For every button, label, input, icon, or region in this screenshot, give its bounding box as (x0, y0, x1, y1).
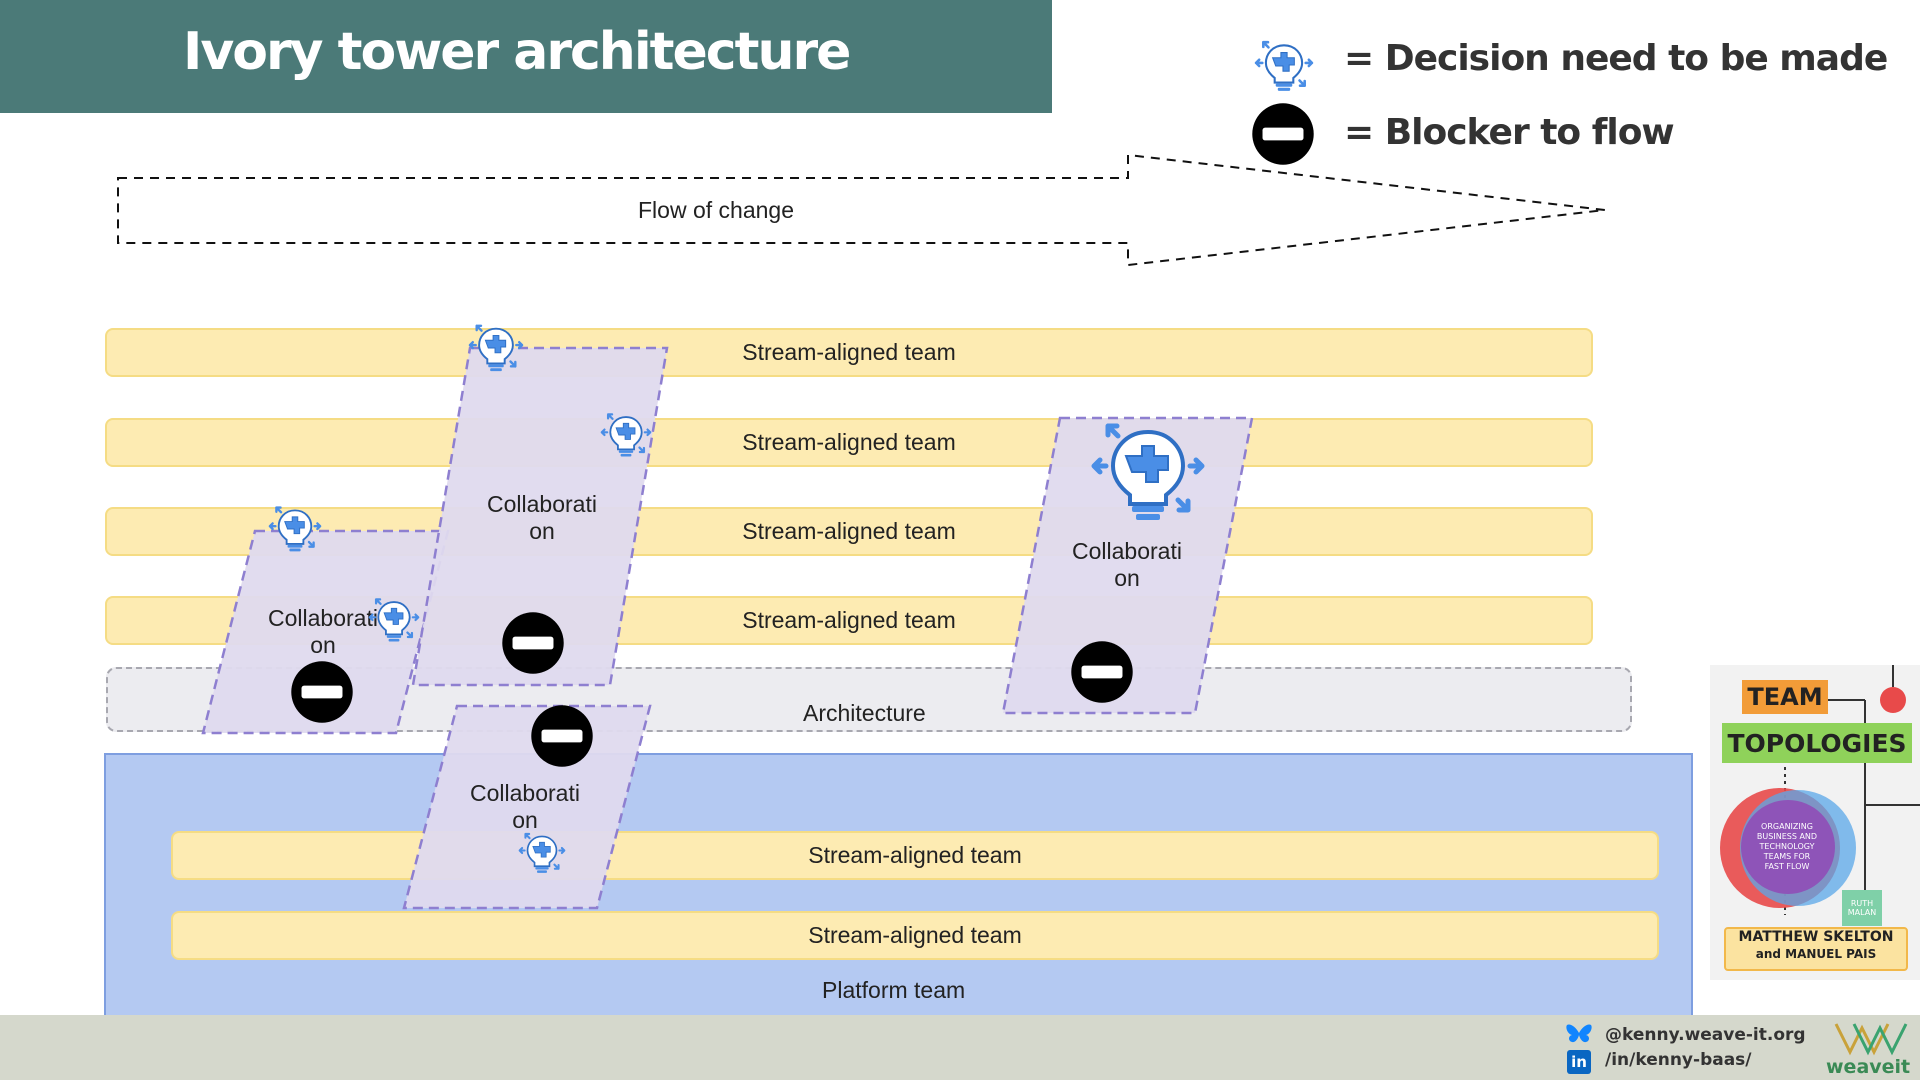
lightbulb-puzzle-icon (468, 324, 524, 373)
weaveit-logo-text: weaveit (1826, 1056, 1911, 1078)
collaboration-label-line1: Collaborati (470, 780, 580, 806)
book-title-topologies: TOPOLOGIES (1722, 723, 1912, 763)
collaboration-label-line2: on (1114, 565, 1140, 591)
lightbulb-puzzle-icon (268, 506, 322, 553)
stream-aligned-team-6: Stream-aligned team (171, 911, 1659, 960)
collaboration-shape-1 (201, 529, 450, 735)
no-entry-icon (291, 661, 353, 723)
book-subtitle: ORGANIZING BUSINESS AND TECHNOLOGY TEAMS… (1756, 822, 1818, 871)
legend-blocker-label: = Blocker to flow (1344, 112, 1675, 153)
book-author-line1: MATTHEW SKELTON (1738, 929, 1894, 945)
linkedin-handle[interactable]: /in/kenny-baas/ (1605, 1050, 1752, 1070)
stream-team-label: Stream-aligned team (808, 842, 1022, 868)
no-entry-icon (531, 705, 593, 767)
architecture-label: Architecture (803, 700, 926, 726)
stream-team-label: Stream-aligned team (808, 922, 1022, 948)
title-bar (0, 0, 1052, 113)
book-authors: MATTHEW SKELTON and MANUEL PAIS (1724, 927, 1908, 971)
lightbulb-puzzle-icon (368, 598, 420, 643)
collaboration-label-line1: Collaborati (487, 491, 597, 517)
platform-team (104, 753, 1693, 1017)
collaboration-shape-4 (402, 704, 652, 910)
collaboration-label-line2: on (529, 518, 555, 544)
bluesky-handle[interactable]: @kenny.weave-it.org (1605, 1025, 1806, 1045)
flow-of-change-label: Flow of change (638, 197, 794, 223)
book-author-line2: and MANUEL PAIS (1755, 947, 1877, 961)
linkedin-icon[interactable]: in (1567, 1050, 1591, 1074)
butterfly-icon[interactable] (1566, 1023, 1592, 1045)
stream-team-label: Stream-aligned team (742, 339, 956, 365)
lightbulb-puzzle-icon (518, 832, 566, 874)
collaboration-label-line2: on (310, 632, 336, 658)
book-foreword: RUTH MALAN (1842, 890, 1882, 926)
collaboration-shape-3 (1001, 416, 1254, 715)
stream-aligned-team-2: Stream-aligned team (105, 418, 1593, 467)
platform-team-label: Platform team (822, 977, 966, 1003)
page-title: Ivory tower architecture (183, 22, 851, 82)
weaveit-logo-icon (1834, 1023, 1908, 1056)
lightbulb-puzzle-icon (600, 413, 652, 458)
book-cover-art (1720, 665, 1920, 915)
book-cover: TEAM TOPOLOGIES ORGANIZING BUSINESS AND … (1710, 665, 1920, 980)
lightbulb-puzzle-icon (1090, 420, 1206, 524)
no-entry-icon (1071, 641, 1133, 703)
book-title-team: TEAM (1742, 680, 1828, 714)
stream-team-label: Stream-aligned team (742, 607, 956, 633)
stream-team-label: Stream-aligned team (742, 429, 956, 455)
no-entry-icon (502, 612, 564, 674)
stream-team-label: Stream-aligned team (742, 518, 956, 544)
collaboration-label-line2: on (512, 807, 538, 833)
collaboration-label-line1: Collaborati (1072, 538, 1182, 564)
legend-decision-label: = Decision need to be made (1344, 38, 1888, 79)
collaboration-label-line1: Collaborati (268, 605, 378, 631)
flow-of-change-arrow (117, 153, 1606, 267)
footer-bar (0, 1015, 1920, 1080)
stream-aligned-team-1: Stream-aligned team (105, 328, 1593, 377)
